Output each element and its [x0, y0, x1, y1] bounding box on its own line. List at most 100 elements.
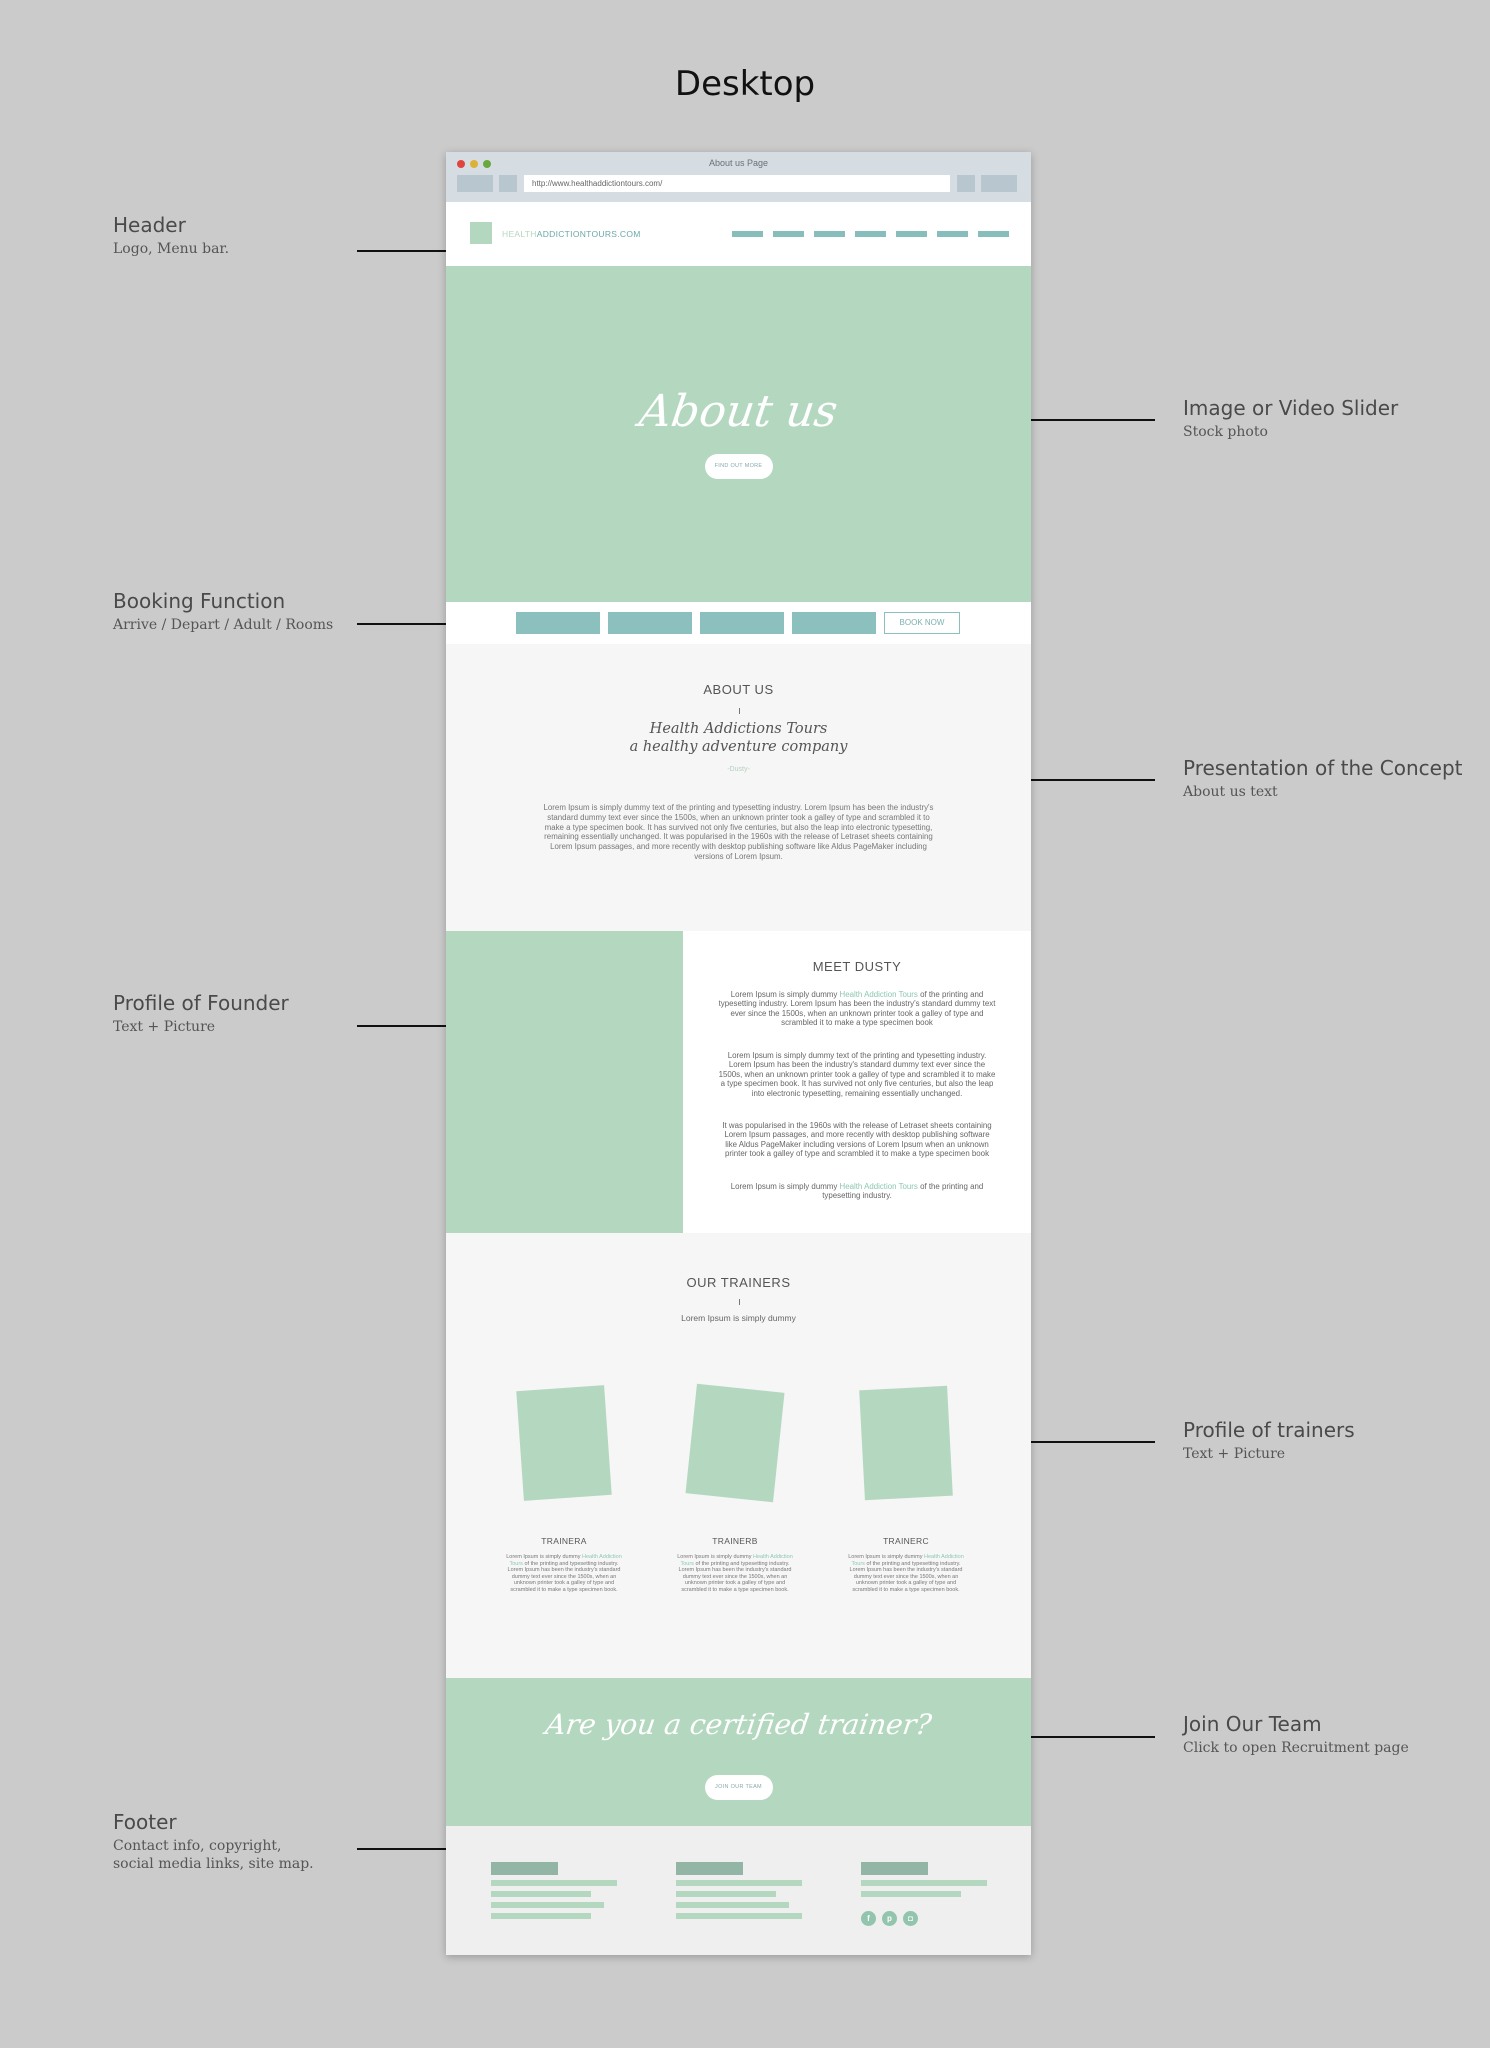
join-our-team-button[interactable]: JOIN OUR TEAM	[704, 1775, 773, 1800]
footer-link[interactable]	[491, 1880, 617, 1886]
hero-slider[interactable]: About us FIND OUT MORE	[446, 266, 1031, 602]
book-now-button[interactable]: BOOK NOW	[884, 612, 960, 634]
annotation-title: Image or Video Slider	[1183, 396, 1399, 420]
reload-button[interactable]	[957, 175, 975, 192]
text: Lorem Ipsum is simply dummy	[730, 990, 840, 999]
footer-link[interactable]	[861, 1891, 961, 1897]
pinterest-icon[interactable]: p	[882, 1911, 897, 1926]
company-link[interactable]: Health Addiction Tours	[851, 1554, 964, 1567]
annotation-subtitle: Arrive / Depart / Adult / Rooms	[113, 617, 334, 633]
back-button[interactable]	[457, 175, 493, 192]
founder-text: MEET DUSTY Lorem Ipsum is simply dummy H…	[683, 931, 1031, 1233]
trainer-name: TRAINERC	[883, 1536, 929, 1546]
trainer-card[interactable]: TRAINERA Lorem Ipsum is simply dummy Hea…	[506, 1385, 622, 1594]
trainers-section: OUR TRAINERS Lorem Ipsum is simply dummy…	[446, 1233, 1031, 1678]
trainers-subheading: Lorem Ipsum is simply dummy	[681, 1313, 796, 1323]
url-bar[interactable]: http://www.healthaddictiontours.com/	[524, 175, 950, 192]
annotation-subtitle: Text + Picture	[1183, 1446, 1286, 1462]
nav-item[interactable]	[937, 231, 968, 237]
footer-link[interactable]	[861, 1880, 987, 1886]
nav-item[interactable]	[896, 231, 927, 237]
logo-text-main: ADDICTIONTOURS.COM	[536, 229, 641, 239]
footer-column	[491, 1862, 617, 1919]
rooms-field[interactable]	[792, 612, 876, 634]
annotation-join: Join Our Team Click to open Recruitment …	[1183, 1712, 1409, 1757]
divider	[738, 1299, 740, 1305]
logo-icon[interactable]	[470, 222, 492, 244]
annotation-subtitle: About us text	[1183, 784, 1278, 800]
company-link[interactable]: Health Addiction Tours	[509, 1554, 622, 1567]
founder-paragraph: It was popularised in the 1960s with the…	[722, 1121, 992, 1159]
footer-column-heading	[491, 1862, 558, 1875]
trainer-card[interactable]: TRAINERB Lorem Ipsum is simply dummy Hea…	[677, 1383, 793, 1594]
annotation-subtitle: Click to open Recruitment page	[1183, 1740, 1409, 1756]
trainer-description: Lorem Ipsum is simply dummy Health Addic…	[506, 1554, 622, 1594]
facebook-icon[interactable]: f	[861, 1911, 876, 1926]
nav-item[interactable]	[978, 231, 1009, 237]
nav-item[interactable]	[773, 231, 804, 237]
browser-menu-button[interactable]	[981, 175, 1017, 192]
minimize-window-button[interactable]	[470, 160, 478, 168]
footer-column	[676, 1862, 802, 1919]
main-nav	[732, 231, 1009, 237]
social-links: f p ◘	[861, 1911, 987, 1926]
text: Lorem Ipsum is simply dummy	[677, 1554, 754, 1560]
founder-paragraph: Lorem Ipsum is simply dummy Health Addic…	[718, 990, 996, 1028]
company-link[interactable]: Health Addiction Tours	[839, 1182, 918, 1191]
browser-window: About us Page http://www.healthaddiction…	[446, 152, 1031, 1955]
footer-link[interactable]	[491, 1902, 604, 1908]
annotation-title: Profile of Founder	[113, 991, 289, 1015]
footer-link[interactable]	[676, 1880, 802, 1886]
footer-link[interactable]	[676, 1913, 802, 1919]
annotation-subtitle: Stock photo	[1183, 424, 1268, 440]
annotation-trainers: Profile of trainers Text + Picture	[1183, 1418, 1355, 1463]
text: of the printing and typesetting industry…	[718, 990, 996, 1028]
page-title: Desktop	[674, 64, 816, 104]
footer-link[interactable]	[491, 1891, 591, 1897]
site-footer: f p ◘	[446, 1826, 1031, 1955]
about-body-text: Lorem Ipsum is simply dummy text of the …	[543, 803, 934, 861]
adult-field[interactable]	[700, 612, 784, 634]
instagram-icon[interactable]: ◘	[903, 1911, 918, 1926]
footer-link[interactable]	[676, 1902, 789, 1908]
trainer-card[interactable]: TRAINERC Lorem Ipsum is simply dummy Hea…	[848, 1385, 964, 1594]
logo-text[interactable]: HEALTHADDICTIONTOURS.COM	[502, 229, 641, 239]
company-link[interactable]: Health Addiction Tours	[680, 1554, 793, 1567]
annotation-title: Presentation of the Concept	[1183, 756, 1463, 780]
depart-field[interactable]	[608, 612, 692, 634]
nav-item[interactable]	[814, 231, 845, 237]
join-title: Are you a certified trainer?	[543, 1708, 934, 1741]
footer-link[interactable]	[491, 1913, 591, 1919]
annotation-subtitle: Contact info, copyright,	[113, 1838, 282, 1854]
nav-item[interactable]	[732, 231, 763, 237]
text: Lorem Ipsum is simply dummy	[730, 1182, 840, 1191]
forward-button[interactable]	[499, 175, 517, 192]
nav-item[interactable]	[855, 231, 886, 237]
footer-column-heading	[861, 1862, 928, 1875]
site-header: HEALTHADDICTIONTOURS.COM	[446, 202, 1031, 266]
annotation-concept: Presentation of the Concept About us tex…	[1183, 756, 1463, 801]
text: of the printing and typesetting industry…	[507, 1560, 621, 1593]
annotation-leader	[1003, 779, 1155, 781]
annotation-title: Profile of trainers	[1183, 1418, 1355, 1442]
trainer-photo	[859, 1385, 953, 1501]
company-link[interactable]: Health Addiction Tours	[839, 990, 918, 999]
annotation-subtitle: Text + Picture	[113, 1019, 216, 1035]
annotation-leader	[1003, 1441, 1155, 1443]
close-window-button[interactable]	[457, 160, 465, 168]
text: Lorem Ipsum is simply dummy	[848, 1554, 925, 1560]
annotation-leader	[1003, 1736, 1155, 1738]
trainer-photo	[685, 1383, 785, 1503]
zoom-window-button[interactable]	[483, 160, 491, 168]
footer-link[interactable]	[676, 1891, 776, 1897]
arrive-field[interactable]	[516, 612, 600, 634]
trainer-description: Lorem Ipsum is simply dummy Health Addic…	[848, 1554, 964, 1594]
annotation-booking: Booking Function Arrive / Depart / Adult…	[113, 589, 333, 634]
founder-paragraph: Lorem Ipsum is simply dummy Health Addic…	[718, 1182, 996, 1201]
founder-paragraph: Lorem Ipsum is simply dummy text of the …	[718, 1051, 996, 1098]
annotation-subtitle: social media links, site map.	[113, 1856, 314, 1872]
find-out-more-button[interactable]: FIND OUT MORE	[704, 454, 773, 479]
trainers-heading: OUR TRAINERS	[686, 1275, 791, 1290]
annotation-leader	[1003, 419, 1155, 421]
text: of the printing and typesetting industry…	[822, 1182, 984, 1201]
